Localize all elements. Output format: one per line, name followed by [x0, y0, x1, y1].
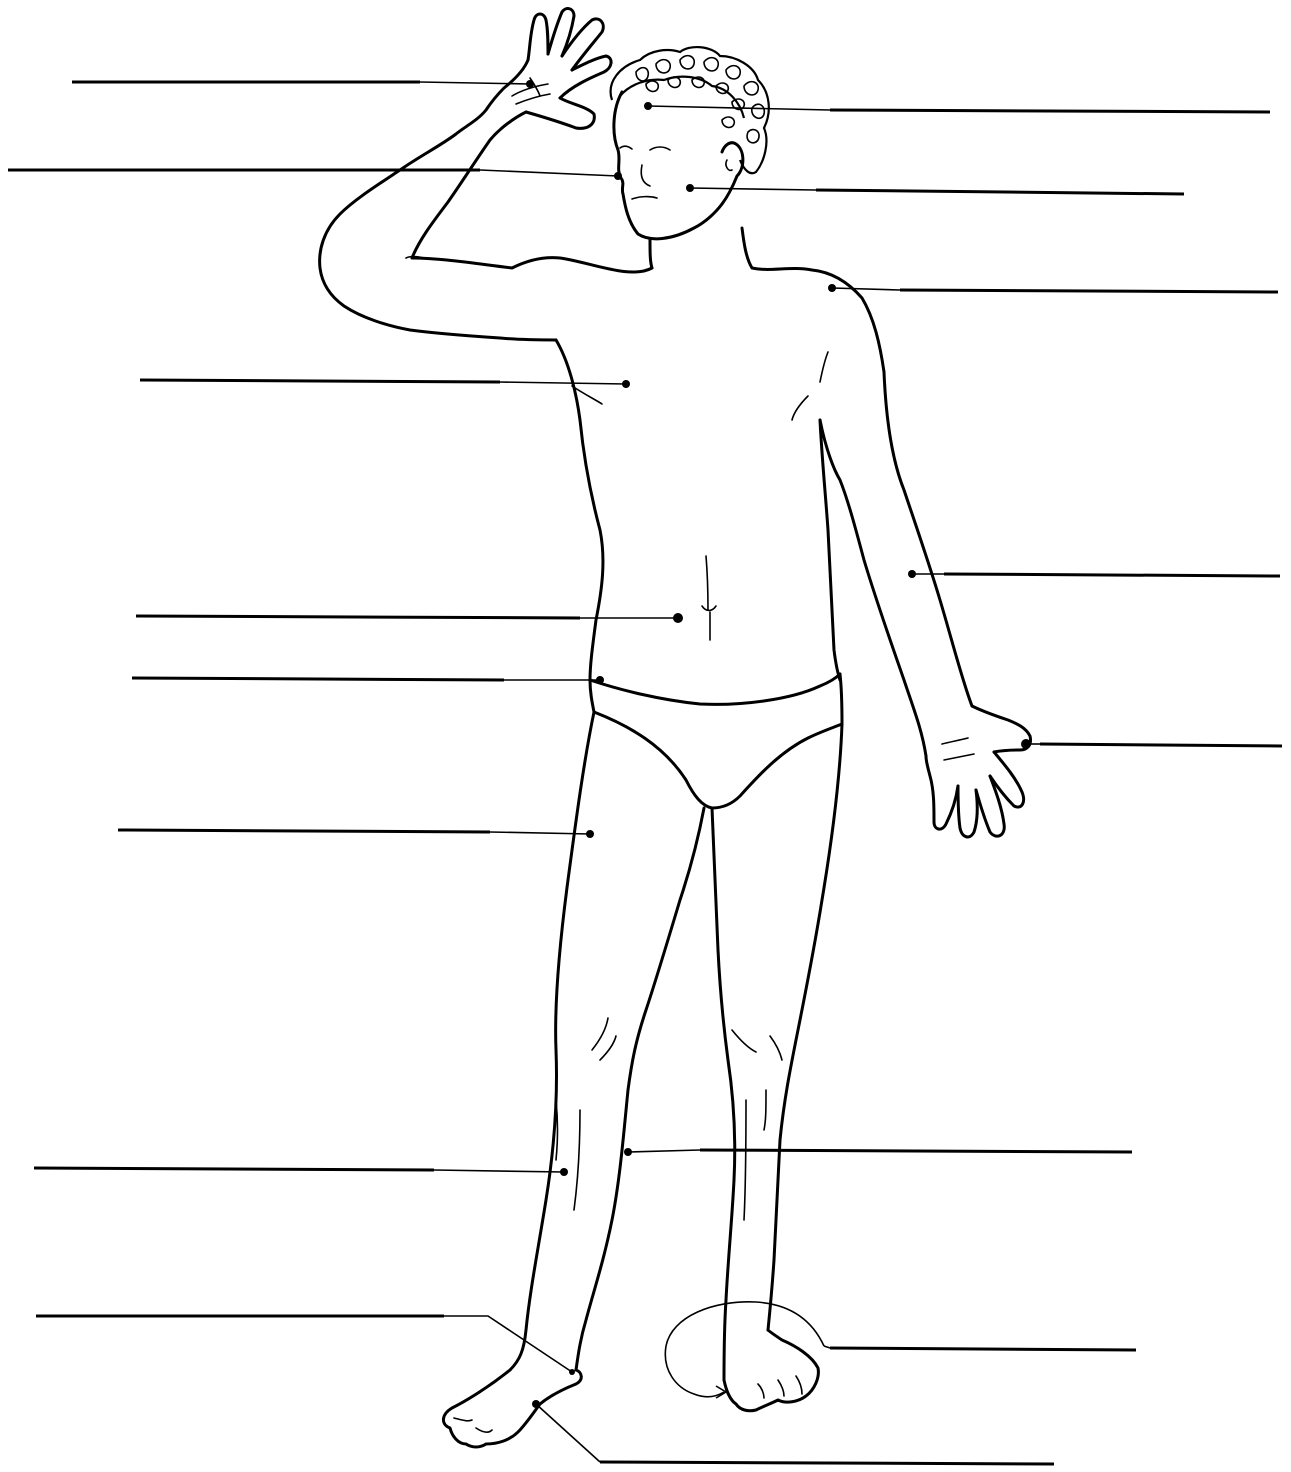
leader-chest[interactable]	[140, 380, 630, 388]
leader-nose[interactable]	[8, 170, 622, 180]
leader-abdomen[interactable]	[136, 613, 683, 623]
leader-foot-circled[interactable]	[665, 1302, 1136, 1398]
leader-forearm[interactable]	[908, 570, 1280, 578]
leader-shoulder[interactable]	[828, 284, 1278, 292]
hanging-arm	[820, 372, 1031, 837]
hair	[611, 47, 769, 173]
briefs	[590, 674, 842, 808]
leader-thigh[interactable]	[118, 830, 594, 838]
head	[614, 92, 743, 239]
body-figure	[320, 9, 1031, 1447]
leader-shin[interactable]	[34, 1168, 568, 1176]
label-leaders	[8, 80, 1282, 1464]
leader-calf[interactable]	[624, 1148, 1132, 1156]
legs	[443, 712, 842, 1447]
raised-arm	[320, 9, 652, 340]
leader-ankle[interactable]	[36, 1316, 575, 1375]
leader-heel[interactable]	[532, 1400, 1054, 1464]
leader-hip[interactable]	[132, 676, 604, 684]
leader-cheek[interactable]	[686, 184, 1184, 194]
leader-palm[interactable]	[72, 80, 534, 88]
torso	[556, 228, 884, 680]
neck	[650, 240, 652, 268]
leader-thumb[interactable]	[1021, 739, 1282, 749]
